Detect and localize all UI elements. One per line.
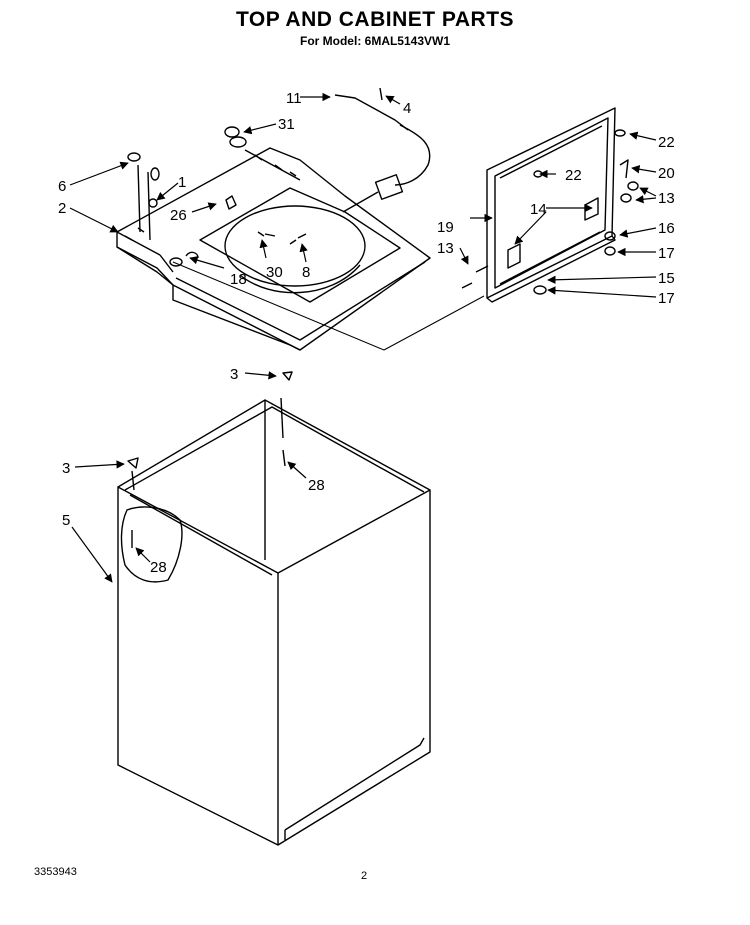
page-number: 2 — [361, 870, 368, 882]
page-title: TOP AND CABINET PARTS — [235, 8, 515, 31]
callout-31: 31 — [278, 116, 295, 133]
callout-20: 20 — [658, 165, 675, 182]
lid-switch-harness — [334, 94, 431, 213]
callout-14: 14 — [530, 201, 547, 218]
callout-5: 5 — [62, 512, 70, 529]
callout-15: 15 — [658, 270, 675, 287]
callout-2: 2 — [58, 200, 66, 217]
callout-17-upper: 17 — [658, 245, 675, 262]
callout-8: 8 — [302, 264, 310, 281]
callout-13-left: 13 — [437, 240, 454, 257]
document-number: 3353943 — [34, 866, 77, 878]
callout-30: 30 — [266, 264, 283, 281]
callout-22-inner: 22 — [565, 167, 582, 184]
callout-4: 4 — [403, 100, 411, 117]
hinge-guide-line — [172, 261, 485, 351]
callout-3-upper: 3 — [230, 366, 238, 383]
model-subtitle: For Model: 6MAL5143VW1 — [299, 34, 451, 48]
callout-11: 11 — [286, 90, 302, 107]
callout-18: 18 — [230, 271, 247, 288]
lid-assembly — [486, 107, 616, 303]
callout-6: 6 — [58, 178, 66, 195]
cabinet — [117, 399, 431, 846]
callout-26: 26 — [170, 207, 187, 224]
callout-13-right: 13 — [658, 190, 675, 207]
callout-3-lower: 3 — [62, 460, 70, 477]
leader-lines — [69, 92, 657, 583]
callout-16: 16 — [658, 220, 675, 237]
callout-labels: 11 4 31 6 1 2 26 18 30 8 19 22 14 13 22 … — [58, 90, 675, 576]
callout-17-lower: 17 — [658, 290, 675, 307]
callout-22-right: 22 — [658, 134, 675, 151]
hardware-parts — [127, 87, 639, 548]
callout-28-right: 28 — [308, 477, 325, 494]
callout-1: 1 — [178, 174, 186, 191]
callout-19: 19 — [437, 219, 454, 236]
washer-top-panel — [116, 147, 431, 351]
callout-28-left: 28 — [150, 559, 167, 576]
